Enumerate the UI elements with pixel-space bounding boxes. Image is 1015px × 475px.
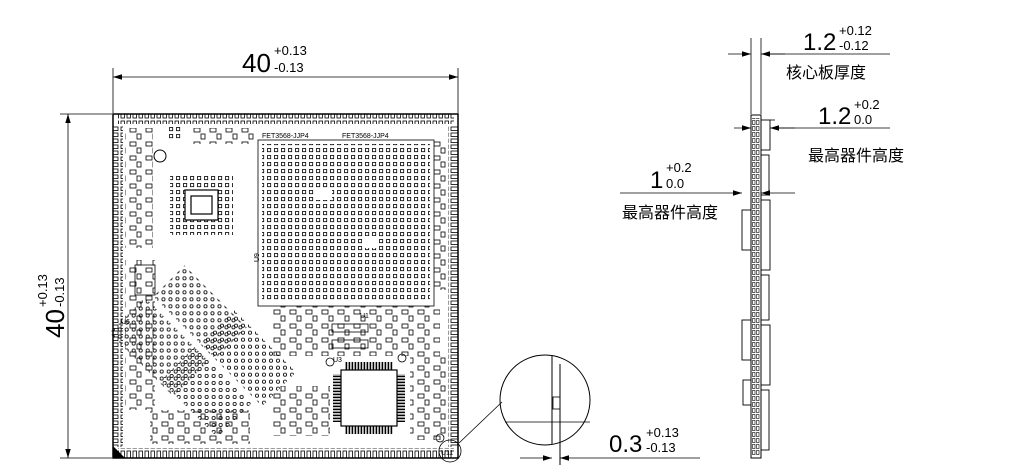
board-thickness-tol-upper: +0.12 [839,23,872,38]
silkscreen-label-2: FET3568-JJP4 [342,133,389,140]
silkscreen-u6: U6 [121,319,130,326]
bottom-component-height-label: 最高器件高度 [622,204,718,222]
passive-components [113,128,446,458]
silkscreen-u3: U3 [333,357,342,364]
board-top-view: FET3568-JJP4 FET3568-JJP4 U1 U3 U6 U9 U1… [109,113,459,459]
edge-pins-bottom [118,448,454,458]
top-component-height-dimension: 1.2 +0.2 0.0 最高器件高度 [734,97,904,165]
soc-bga-footprint [257,139,435,307]
height-value: 40 [40,309,70,338]
pmic-footprint [170,175,233,235]
height-tol-upper: +0.13 [35,274,50,307]
bottom-component-height-value: 1 [650,167,663,194]
silkscreen-u1: U1 [360,313,369,320]
qfp-chip-footprint [333,362,405,434]
top-component-height-tol-upper: +0.2 [854,97,880,112]
silkscreen-u11: U11 [441,450,453,457]
small-chip-top [168,126,182,140]
silkscreen-u9: U9 [254,253,261,262]
height-tol-lower: -0.13 [52,277,67,307]
bottom-component-height-tol-lower: 0.0 [666,176,684,191]
offset-tol-upper: +0.13 [646,425,679,440]
width-value: 40 [242,48,271,78]
offset-value: 0.3 [609,431,642,458]
width-dimension: 40 +0.13 -0.13 [112,43,459,113]
board-side-view [741,114,771,459]
offset-tol-lower: -0.13 [646,440,676,455]
width-tol-upper: +0.13 [274,43,307,58]
board-thickness-dimension: 1.2 +0.12 -0.12 核心板厚度 [728,23,890,114]
width-tol-lower: -0.13 [274,60,304,75]
top-component-height-value: 1.2 [818,103,851,130]
top-component-height-tol-lower: 0.0 [854,112,872,127]
detail-magnified-view [499,354,591,446]
silkscreen-label-1: FET3568-JJP4 [262,133,309,140]
fiducial-mark [153,149,167,163]
top-component-height-label: 最高器件高度 [808,147,904,165]
bottom-component-height-dimension: 1 +0.2 0.0 最高器件高度 [620,160,795,222]
bottom-component-height-tol-upper: +0.2 [666,160,692,175]
board-thickness-tol-lower: -0.12 [839,38,869,53]
edge-detail-callout: 0.3 +0.13 -0.13 [438,354,700,465]
board-thickness-value: 1.2 [803,29,836,56]
height-dimension: 40 +0.13 -0.13 [35,113,112,459]
edge-pins-left [113,125,123,447]
edge-pins-right [448,125,458,447]
board-thickness-label: 核心板厚度 [786,64,866,82]
edge-pins-top [118,114,454,124]
